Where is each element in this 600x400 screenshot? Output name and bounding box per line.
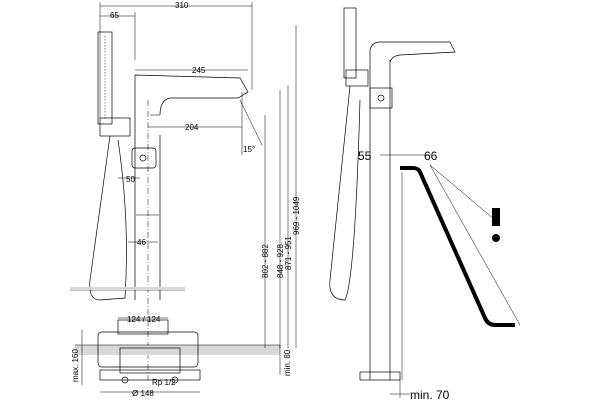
side-base [359,371,401,381]
mixer-handle [131,147,157,169]
dim-text-46: 46 [137,238,146,247]
shower-hose [89,135,127,301]
handle-cap [139,154,147,162]
side-hand-shower [343,7,357,79]
warning-icon [492,208,500,226]
shower-holder [99,117,131,137]
base-plate [117,319,169,335]
dim-text-310: 310 [175,1,189,10]
dim-text-871: 871 - 951 [284,236,293,270]
dim-text-65: 65 [110,11,119,20]
installation-box [97,331,199,368]
dim-text-124: 124 / 124 [127,315,161,324]
side-hose [329,85,361,301]
leader-line-2 [429,164,521,326]
hand-shower [97,31,113,125]
dim-text-148: Ø 148 [132,389,154,398]
dim-text-15: 15° [243,145,255,154]
spout [134,74,249,300]
dim-text-80: min. 80 [283,349,292,376]
dim-text-245: 245 [192,66,206,75]
dim-text-204: 204 [185,123,199,132]
dim-text-160: max. 160 [71,349,80,382]
box-foot [99,369,201,381]
floor-tile [70,287,185,290]
side-shower-holder [345,69,369,87]
side-handle-cap [377,94,385,102]
dim-text-66: 66 [424,149,438,163]
dim-text-rp: Rp 1/2 [152,378,176,387]
dim-text-50: 50 [126,175,135,184]
dim-text-55: 55 [358,149,372,163]
dim-text-848: 848 - 928 [276,244,285,278]
dim-text-70: min. 70 [410,388,450,400]
warning-dot [492,234,500,242]
angle-line [239,99,263,146]
front-view: 310 65 245 204 15° 50 46 [70,1,301,398]
side-column [369,50,391,380]
floor-slab [75,345,280,355]
tub-rim [400,166,515,327]
valve-body [119,347,181,374]
dim-text-802: 802 - 882 [261,244,270,278]
leader-line [429,164,496,221]
side-view: 55 66 min. 70 [329,7,521,400]
side-handle [369,87,393,109]
side-spout [369,41,456,63]
dim-text-969: 969 - 1049 [292,196,301,235]
